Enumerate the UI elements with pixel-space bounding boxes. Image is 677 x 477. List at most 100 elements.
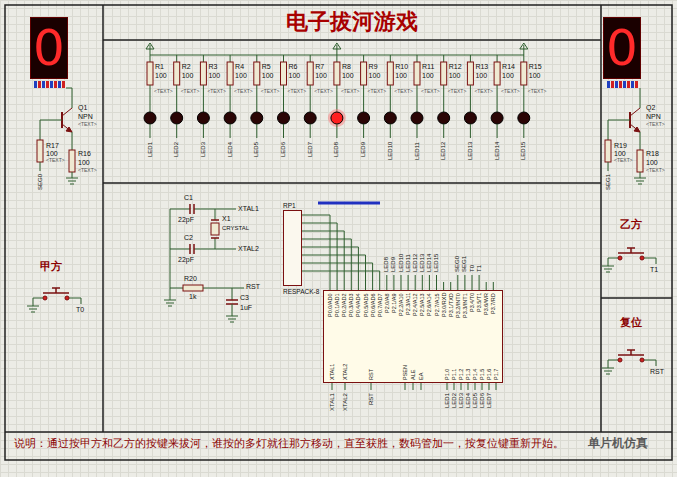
wire (497, 55, 498, 62)
pin-name: P3.1/TXD (448, 293, 454, 317)
wire (336, 85, 337, 112)
part-label: NPN (646, 113, 661, 121)
push-button (627, 247, 635, 249)
part-label: R17 (46, 142, 59, 150)
resistor-symbol (69, 150, 75, 172)
display-digit: 0 (31, 18, 67, 78)
ground-symbol (638, 184, 642, 185)
wire (66, 88, 72, 108)
wire (363, 124, 364, 138)
wire (336, 55, 337, 62)
part-label: <TEXT> (421, 89, 440, 95)
part-label: CRYSTAL (222, 225, 249, 232)
button-contact (640, 256, 644, 260)
pin-name: P1.7 (493, 369, 499, 380)
wire (390, 124, 391, 138)
net-label: LED5 (472, 393, 479, 408)
display-pin (42, 81, 45, 88)
wire (40, 162, 41, 171)
wire (363, 85, 364, 112)
display-pin (619, 81, 622, 88)
pin-name: P2.1/A9 (391, 293, 397, 313)
wire (523, 124, 524, 138)
net-label: SEG0 (454, 256, 461, 272)
part-label: RST (246, 283, 260, 291)
transistor-symbol (630, 124, 640, 132)
button-contact (43, 296, 47, 300)
part-label: 22pF (178, 216, 194, 224)
crystal-symbol (211, 237, 219, 239)
net-label: LED9 (390, 257, 397, 272)
ground-symbol (226, 316, 238, 317)
push-button (627, 349, 635, 351)
ground-symbol (168, 306, 172, 307)
part-label: 100 (529, 72, 541, 80)
wire (608, 120, 616, 140)
part-label: 100 (235, 72, 247, 80)
net-label: LED6 (479, 393, 486, 408)
display-pin (62, 81, 65, 88)
wire (429, 275, 430, 290)
wire (443, 282, 444, 290)
ground-symbol (604, 269, 612, 270)
net-label: LED15 (520, 142, 527, 160)
pin-name: P3.0/RXD (441, 293, 447, 317)
net-label: LED4 (227, 142, 234, 157)
part-label: <TEXT> (368, 89, 387, 95)
pin-name: P0.5/AD5 (363, 293, 369, 317)
pin-name: P0.4/AD4 (355, 293, 361, 317)
wire (302, 231, 344, 290)
caption-note: 说明：通过按甲方和乙方的按键来拔河，谁按的多灯就往那方移动，直至获胜，数码管加一… (14, 437, 564, 450)
net-label: LED1 (444, 393, 451, 408)
led-symbol (224, 112, 236, 124)
wire (283, 124, 284, 138)
part-label: T1 (650, 266, 658, 274)
pin-name: P2.0/A8 (384, 293, 390, 313)
microcontroller-chip: P0.0/AD0P0.1/AD1P0.2/AD2P0.3/AD3P0.4/AD4… (323, 290, 503, 383)
part-label: <TEXT> (394, 89, 413, 95)
net-label: LED8 (333, 142, 340, 157)
part-label: <TEXT> (528, 89, 547, 95)
net-label: LED12 (440, 142, 447, 160)
led-symbol (384, 112, 396, 124)
wire (644, 360, 656, 361)
net-label: LED9 (360, 142, 367, 157)
pin-name: EA (418, 373, 424, 380)
led-symbol (144, 112, 156, 124)
wire (81, 298, 82, 304)
part-label: 100 (646, 159, 658, 167)
wire (176, 124, 177, 138)
part-label: 100 (182, 72, 194, 80)
wire (170, 249, 190, 250)
ground-symbol (230, 322, 234, 323)
resistor-symbol (147, 62, 153, 85)
part-label: <TEXT> (207, 89, 226, 95)
wire (170, 209, 190, 210)
wire (417, 124, 418, 138)
resistor-symbol (521, 62, 527, 85)
wire (461, 383, 462, 390)
net-label: LED2 (173, 142, 180, 157)
power-terminal (333, 43, 341, 49)
ground-symbol (636, 181, 644, 182)
resistor-symbol (200, 62, 206, 85)
wire (450, 282, 451, 290)
pin-name: P1.0 (444, 369, 450, 380)
display-pin (611, 81, 614, 88)
ground-symbol (606, 272, 610, 273)
net-label: XTAL2 (342, 393, 349, 411)
pin-name: XTAL2 (342, 364, 348, 380)
part-label: 100 (342, 72, 354, 80)
net-label: SEG1 (461, 256, 468, 272)
transistor-symbol (62, 108, 72, 116)
ground-symbol (634, 178, 646, 179)
net-label: LED14 (426, 254, 433, 272)
resistor-symbol (605, 140, 611, 162)
wire (417, 85, 418, 112)
display-pin (635, 81, 638, 88)
wire (443, 124, 444, 138)
net-label: LED10 (387, 142, 394, 160)
wire (203, 85, 204, 112)
wire (608, 258, 618, 259)
